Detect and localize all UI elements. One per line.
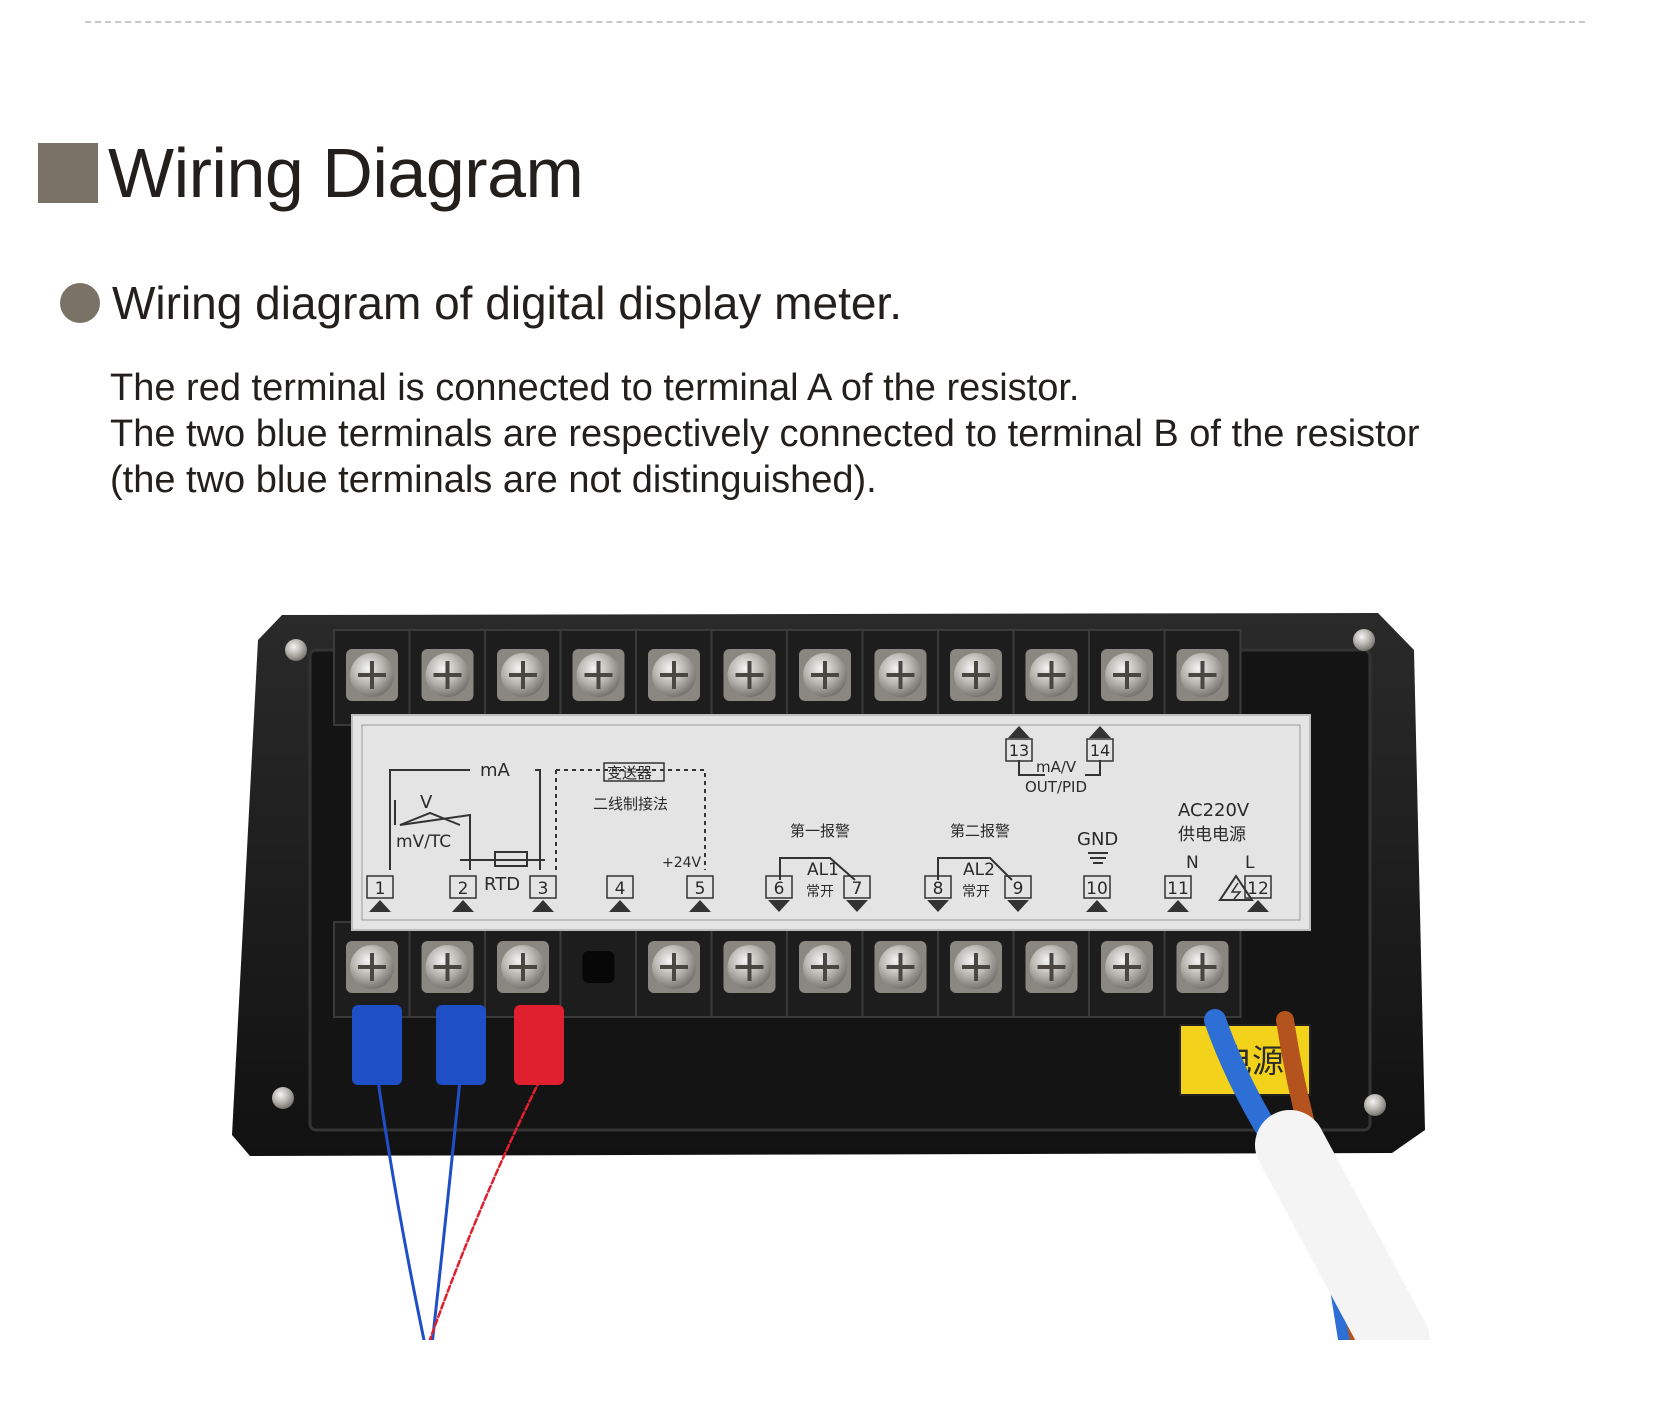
corner-screws <box>272 629 1386 1116</box>
output-terminal-label: 13 <box>1009 741 1029 760</box>
v-label: V <box>420 792 433 813</box>
bottom-terminal-block <box>333 921 1242 1018</box>
terminal-number-label: 9 <box>1013 879 1024 899</box>
terminal-number-label: 5 <box>695 879 706 899</box>
description: The red terminal is connected to termina… <box>110 365 1420 503</box>
input-wiring-schematic <box>389 769 706 870</box>
terminal-number-label: 6 <box>774 879 785 899</box>
label-plate <box>351 714 1311 931</box>
circle-bullet-icon <box>60 283 100 323</box>
plus24v-label: +24V <box>662 855 702 871</box>
subheading: Wiring diagram of digital display meter. <box>60 278 902 328</box>
alarm1-title: 第一报警 <box>790 822 850 840</box>
meter-photo: mA V mV/TC RTD 变送器 二线制接法 +24V 第一报警 AL1 常… <box>232 613 1430 1340</box>
description-line-2: The two blue terminals are respectively … <box>110 413 1420 455</box>
terminal-number-label: 4 <box>615 879 626 899</box>
section-header: Wiring Diagram <box>38 138 584 208</box>
description-line-3: (the two blue terminals are not distingu… <box>110 459 877 501</box>
square-marker-icon <box>38 143 98 203</box>
blue-connector-2 <box>436 1005 486 1085</box>
no1-label: 常开 <box>806 884 834 900</box>
no2-label: 常开 <box>962 884 990 900</box>
power-supply-label: 供电电源 <box>1178 825 1246 845</box>
terminal-number-label: 3 <box>538 879 549 899</box>
out-ma-label: mA/V <box>1036 758 1077 776</box>
blue-connector-1 <box>352 1005 402 1085</box>
top-dashed-divider <box>85 21 1585 23</box>
gnd-label: GND <box>1077 829 1118 850</box>
terminal-number-label: 1 <box>375 879 386 899</box>
rtd-label: RTD <box>484 874 520 895</box>
out-pid-label: OUT/PID <box>1025 778 1087 796</box>
output-terminal-label: 14 <box>1090 741 1110 760</box>
two-wire-label: 二线制接法 <box>593 795 668 813</box>
red-connector <box>514 1005 564 1085</box>
al2-label: AL2 <box>963 860 995 880</box>
terminal-number-label: 7 <box>852 879 863 899</box>
wires <box>376 1009 1430 1340</box>
terminal-number-label: 8 <box>933 879 944 899</box>
terminal-number-label: 2 <box>458 879 469 899</box>
empty-terminal-slot <box>582 951 615 983</box>
top-terminal-block <box>333 629 1242 726</box>
mvtc-label: mV/TC <box>396 832 451 852</box>
transmitter-label: 变送器 <box>607 764 652 782</box>
n-label: N <box>1186 853 1199 873</box>
terminal-number-label: 11 <box>1167 879 1189 899</box>
high-voltage-warning-icon <box>1218 874 1254 901</box>
ac220v-label: AC220V <box>1178 800 1250 821</box>
terminal-number-label: 10 <box>1086 879 1108 899</box>
description-line-1: The red terminal is connected to termina… <box>110 367 1080 409</box>
ground-symbol-icon <box>1088 852 1108 864</box>
l-label: L <box>1245 853 1255 873</box>
page-title: Wiring Diagram <box>108 134 584 212</box>
alarm2-title: 第二报警 <box>950 822 1010 840</box>
ma-label: mA <box>480 760 511 781</box>
al1-label: AL1 <box>807 860 839 880</box>
terminal-number-label: 12 <box>1247 879 1269 899</box>
subtitle: Wiring diagram of digital display meter. <box>112 277 902 329</box>
